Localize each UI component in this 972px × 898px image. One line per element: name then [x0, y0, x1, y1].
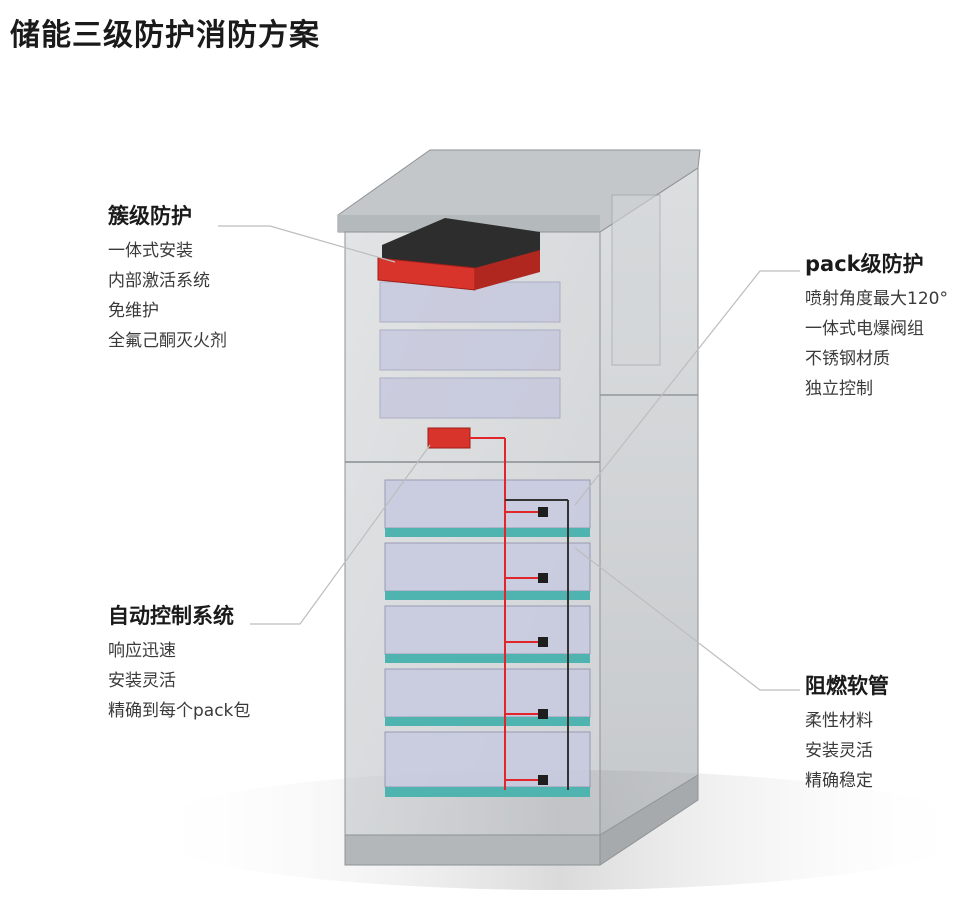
callout-item: 不锈钢材质 — [805, 349, 890, 369]
callout-item: 独立控制 — [805, 379, 873, 399]
battery-pack — [384, 479, 591, 537]
callout-item: 一体式电爆阀组 — [805, 319, 924, 339]
callout-item: 安装灵活 — [805, 741, 873, 761]
callout-item: 柔性材料 — [805, 711, 873, 731]
callout-item: 全氟己酮灭火剂 — [108, 331, 227, 351]
callout-pack-protection: pack级防护 喷射角度最大120° 一体式电爆阀组 不锈钢材质 独立控制 — [805, 248, 948, 404]
cabinet-base — [344, 834, 601, 866]
upper-trays — [379, 281, 561, 419]
callout-item: 响应迅速 — [108, 641, 176, 661]
callout-title: 自动控制系统 — [108, 604, 234, 628]
battery-pack — [384, 605, 591, 663]
callout-item: 免维护 — [108, 301, 159, 321]
pack-nozzles — [538, 507, 548, 785]
battery-pack — [384, 731, 591, 797]
side-vent — [611, 194, 661, 366]
callout-auto-control-system: 自动控制系统 响应迅速 安装灵活 精确到每个pack包 — [108, 600, 250, 726]
callout-item: 精确到每个pack包 — [108, 701, 251, 721]
callout-flame-retardant-hose: 阻燃软管 柔性材料 安装灵活 精确稳定 — [805, 670, 889, 796]
callout-title: 阻燃软管 — [805, 674, 889, 698]
leader-lines — [218, 225, 800, 691]
callout-item: 精确稳定 — [805, 771, 873, 791]
battery-pack — [384, 668, 591, 726]
battery-packs — [384, 479, 591, 797]
control-box — [427, 427, 471, 449]
callout-item: 喷射角度最大120° — [805, 289, 948, 309]
pipe-network — [504, 438, 569, 790]
battery-pack — [384, 542, 591, 600]
callout-item: 一体式安装 — [108, 241, 193, 261]
callout-item: 安装灵活 — [108, 671, 176, 691]
page-title: 储能三级防护消防方案 — [10, 18, 320, 53]
callout-title: 簇级防护 — [108, 204, 192, 228]
callout-title: pack级防护 — [805, 252, 924, 276]
cluster-suppression-unit — [377, 218, 540, 291]
callout-item: 内部激活系统 — [108, 271, 210, 291]
callout-cluster-protection: 簇级防护 一体式安装 内部激活系统 免维护 全氟己酮灭火剂 — [108, 200, 227, 356]
